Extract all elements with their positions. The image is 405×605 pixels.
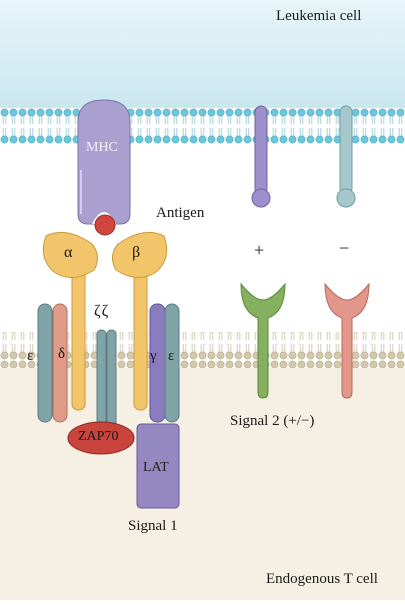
endogenous-t-cell-label: Endogenous T cell [266,571,378,587]
lat-adaptor [136,423,180,509]
zap70-kinase [67,421,135,455]
leukemia-cell-label: Leukemia cell [276,8,362,24]
zeta-zeta-label: ζζ [94,303,110,320]
cd3-zeta-chain-2 [106,329,117,431]
leukemia-membrane [0,108,405,144]
antigen-label: Antigen [156,205,205,221]
zap70-label: ZAP70 [78,429,119,444]
minus-sign: − [339,238,350,258]
gamma-label: γ [150,348,157,364]
leukemia-cell-region [0,0,405,108]
epsilon-right-label: ε [168,348,175,364]
mhc-label: MHC [86,140,118,155]
delta-label: δ [58,346,66,362]
cd3-delta [52,303,68,423]
cd3-zeta-chain-1 [96,329,107,431]
coinhibitory-receptor [324,282,370,399]
signal-1-label: Signal 1 [128,518,178,534]
signal-2-label: Signal 2 (+/−) [230,413,315,429]
epsilon-left-label: ε [27,348,34,364]
lat-label: LAT [143,460,169,475]
beta-label: β [132,244,141,261]
costimulatory-receptor [240,282,286,399]
purple-costim-ligand [251,105,271,208]
plus-sign: + [254,240,265,260]
antigen-peptide [94,214,116,236]
mhc-molecule [77,99,131,225]
alpha-label: α [64,244,73,261]
cd3-epsilon-right [164,303,180,423]
tcr-beta-chain [112,231,168,411]
tcr-alpha-chain [42,231,98,411]
grey-coinhib-ligand [336,105,356,208]
cd3-epsilon-left [37,303,53,423]
